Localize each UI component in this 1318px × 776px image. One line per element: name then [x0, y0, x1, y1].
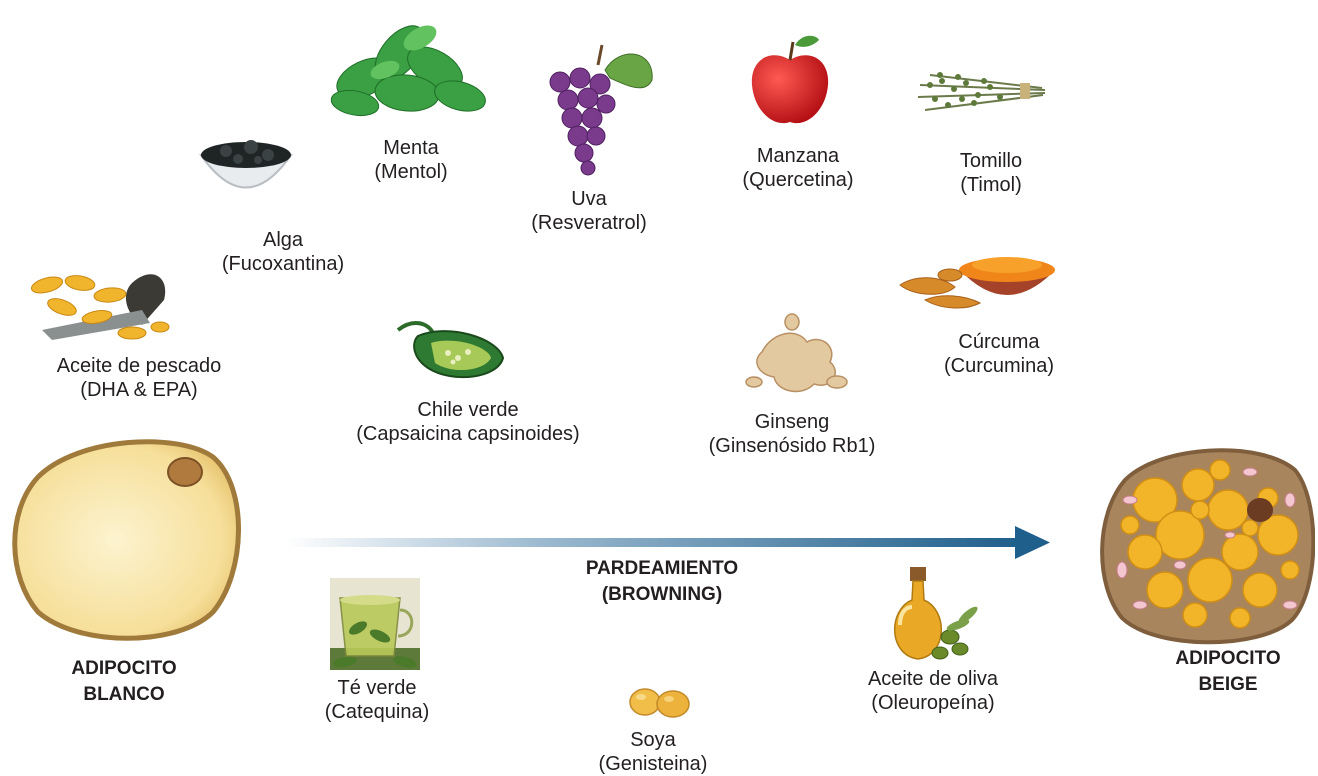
- grape-bunch-icon: [540, 40, 660, 180]
- seaweed-bowl-icon: [196, 125, 296, 215]
- apple-label: Manzana (Quercetina): [742, 144, 853, 192]
- apple-icon: [745, 30, 835, 130]
- olive-oil-label: Aceite de oliva (Oleuropeína): [868, 667, 998, 715]
- turmeric-label: Cúrcuma (Curcumina): [944, 330, 1054, 378]
- mint-label: Menta (Mentol): [374, 136, 447, 184]
- green-chili-icon: [393, 318, 508, 388]
- olive-oil-bottle-icon: [888, 565, 983, 665]
- chili-label: Chile verde (Capsaicina capsinoides): [356, 398, 579, 446]
- soy-label: Soya (Genisteina): [599, 728, 708, 776]
- grape-label: Uva (Resveratrol): [531, 187, 647, 235]
- mint-leaves-icon: [325, 8, 490, 123]
- thyme-bundle-icon: [910, 55, 1055, 135]
- white-adipocyte-label: ADIPOCITO BLANCO: [71, 656, 176, 708]
- soybeans-icon: [625, 682, 695, 722]
- seaweed-label: Alga (Fucoxantina): [222, 228, 344, 276]
- white-adipocyte-icon: [8, 432, 248, 647]
- thyme-label: Tomillo (Timol): [960, 149, 1022, 197]
- green-tea-cup-icon: [330, 578, 420, 670]
- green-tea-label: Té verde (Catequina): [325, 676, 430, 724]
- ginseng-root-icon: [742, 312, 852, 397]
- fish-oil-capsules-icon: [22, 255, 172, 345]
- beige-adipocyte-label: ADIPOCITO BEIGE: [1175, 646, 1280, 698]
- ginseng-label: Ginseng (Ginsenósido Rb1): [709, 410, 876, 458]
- beige-adipocyte-icon: [1100, 440, 1315, 645]
- fish-oil-label: Aceite de pescado (DHA & EPA): [57, 354, 222, 402]
- turmeric-icon: [895, 245, 1060, 315]
- browning-label: PARDEAMIENTO (BROWNING): [586, 556, 738, 608]
